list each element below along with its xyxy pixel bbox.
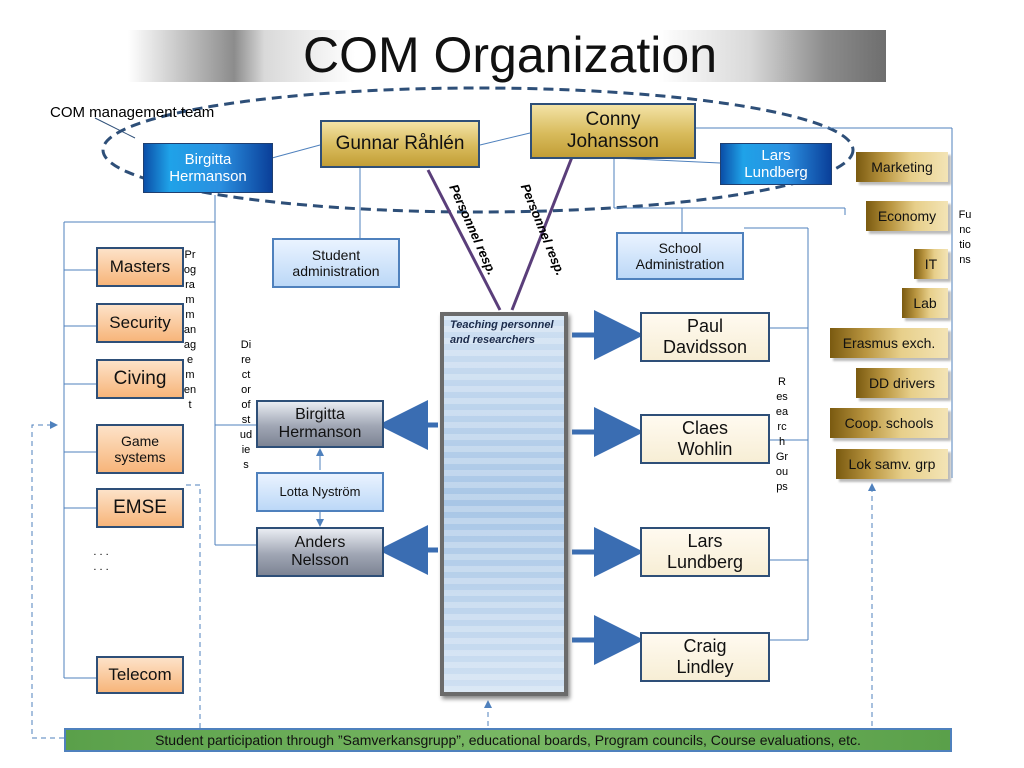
research-group-craig-lindley: Craig Lindley <box>640 632 770 682</box>
research-groups-label: Research Groups <box>775 376 789 493</box>
gunnar-rahlen-box: Gunnar Råhlén <box>320 120 480 168</box>
title-band <box>128 30 886 82</box>
program-emse: EMSE <box>96 488 184 528</box>
program-masters: Masters <box>96 247 184 287</box>
page-title: COM Organization <box>302 27 718 83</box>
function-lab: Lab <box>902 288 948 318</box>
function-it: IT <box>914 249 948 279</box>
program-game-systems: Game systems <box>96 424 184 474</box>
conny-johansson-box: Conny Johansson <box>530 103 696 159</box>
student-participation-banner: Student participation through ”Samverkan… <box>64 728 952 752</box>
research-group-lars-lundberg: Lars Lundberg <box>640 527 770 577</box>
function-coop-schools: Coop. schools <box>830 408 948 438</box>
program-ellipsis: . . . . . . <box>93 546 109 573</box>
program-security: Security <box>96 303 184 343</box>
program-management-label: Program management <box>183 249 197 411</box>
functions-label: Functions <box>958 209 972 266</box>
director-anders-nelsson: Anders Nelsson <box>256 527 384 577</box>
research-group-claes-wohlin: Claes Wohlin <box>640 414 770 464</box>
program-telecom: Telecom <box>96 656 184 694</box>
birgitta-hermanson-mgmt-box: Birgitta Hermanson <box>143 143 273 193</box>
research-group-paul-davidsson: Paul Davidsson <box>640 312 770 362</box>
function-marketing: Marketing <box>856 152 948 182</box>
teaching-personnel-panel <box>440 312 568 696</box>
director-of-studies-label: Director of studies <box>239 339 253 471</box>
school-administration-box: School Administration <box>616 232 744 280</box>
student-administration-box: Student administration <box>272 238 400 288</box>
program-civing: Civing <box>96 359 184 399</box>
management-team-ellipse <box>101 86 855 214</box>
function-dd-drivers: DD drivers <box>856 368 948 398</box>
teaching-personnel-label: Teaching personnel and researchers <box>450 319 554 346</box>
director-lotta-nystrom: Lotta Nyström <box>256 472 384 512</box>
lars-lundberg-mgmt-box: Lars Lundberg <box>720 143 832 185</box>
function-lok-samv-grp: Lok samv. grp <box>836 449 948 479</box>
director-birgitta-hermanson: Birgitta Hermanson <box>256 400 384 448</box>
function-economy: Economy <box>866 201 948 231</box>
function-erasmus-exch: Erasmus exch. <box>830 328 948 358</box>
management-team-label: COM management team <box>50 104 215 121</box>
